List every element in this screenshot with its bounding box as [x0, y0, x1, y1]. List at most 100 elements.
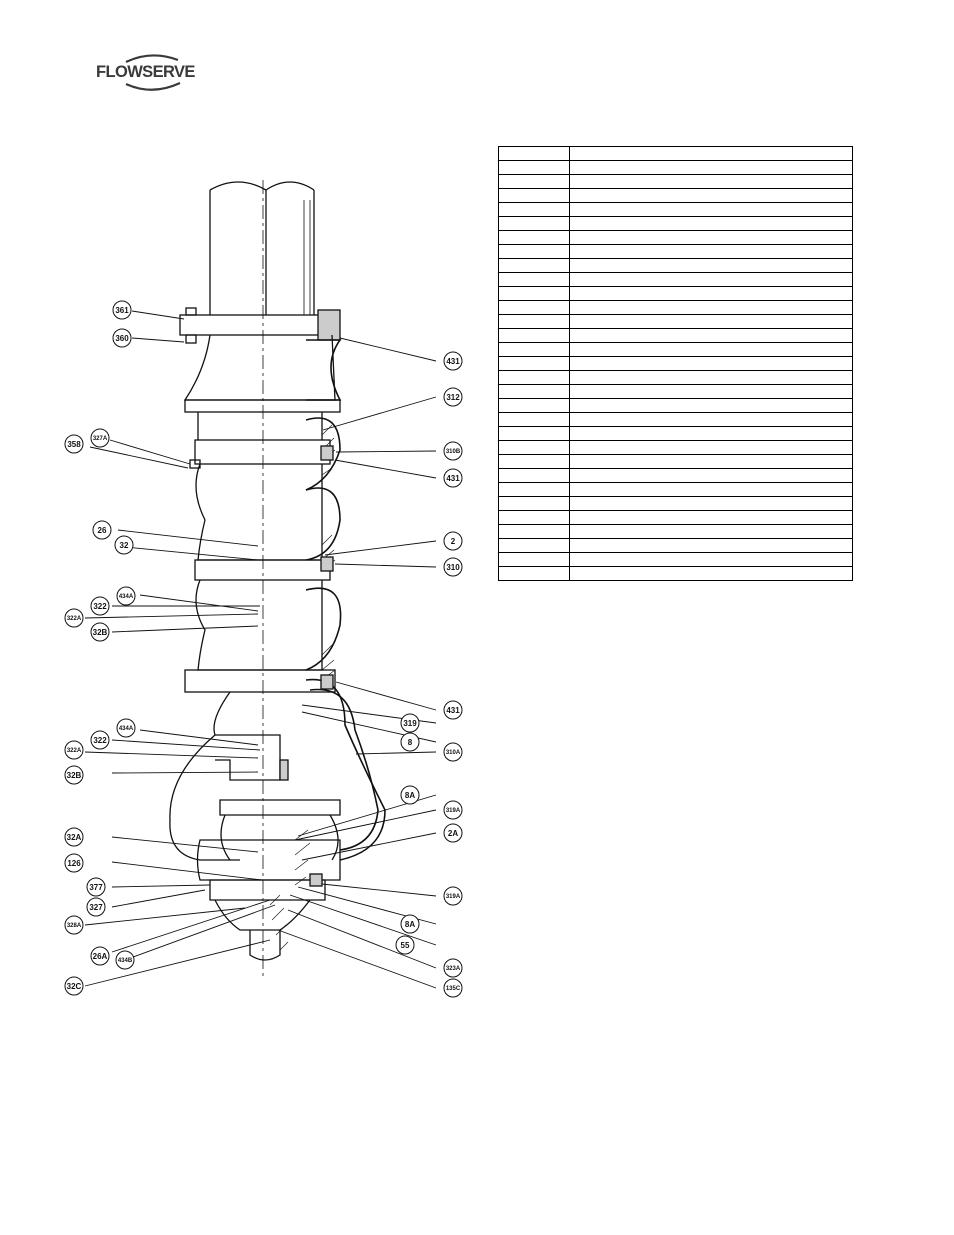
logo-swoosh-icon	[125, 54, 181, 91]
callout-label: 322A	[67, 616, 82, 622]
item-number-cell	[498, 258, 570, 273]
description-cell	[569, 412, 853, 427]
callout-label: 2	[451, 537, 456, 546]
callout-label: 126	[67, 859, 81, 868]
callout-label: 310B	[446, 449, 461, 455]
parts-list-table	[498, 146, 853, 581]
table-row	[498, 412, 853, 427]
item-number-cell	[498, 342, 570, 357]
item-number-cell	[498, 314, 570, 329]
description-cell	[569, 328, 853, 343]
callout-label: 361	[115, 306, 129, 315]
item-number-cell	[498, 328, 570, 343]
description-cell	[569, 174, 853, 189]
callout-label: 32C	[67, 982, 82, 991]
callout-label: 322A	[67, 748, 82, 754]
callout-label: 322	[93, 736, 107, 745]
item-number-cell	[498, 440, 570, 455]
description-cell	[569, 146, 853, 161]
callout-label: 434A	[119, 726, 134, 732]
table-row	[498, 160, 853, 175]
description-cell	[569, 216, 853, 231]
item-number-cell	[498, 272, 570, 287]
table-row	[498, 356, 853, 371]
description-cell	[569, 454, 853, 469]
description-cell	[569, 160, 853, 175]
table-row	[498, 202, 853, 217]
item-number-cell	[498, 524, 570, 539]
logo-wordmark: FLOWSERVE	[96, 63, 195, 81]
table-row	[498, 552, 853, 567]
item-number-cell	[498, 300, 570, 315]
table-row	[498, 440, 853, 455]
item-number-cell	[498, 160, 570, 175]
description-cell	[569, 286, 853, 301]
table-row	[498, 146, 853, 161]
callout-label: 360	[115, 334, 129, 343]
item-number-cell	[498, 398, 570, 413]
callout-label: 319A	[446, 808, 461, 814]
item-number-cell	[498, 202, 570, 217]
callout-label: 431	[446, 474, 460, 483]
callout-label: 434B	[118, 958, 133, 964]
description-cell	[569, 482, 853, 497]
table-row	[498, 188, 853, 203]
callout-label: 32B	[67, 771, 82, 780]
description-cell	[569, 188, 853, 203]
table-row	[498, 524, 853, 539]
table-row	[498, 286, 853, 301]
item-number-cell	[498, 370, 570, 385]
callout-label: 312	[446, 393, 460, 402]
item-number-cell	[498, 230, 570, 245]
description-cell	[569, 552, 853, 567]
pump-cross-section-drawing: 361 360 327A 358 26 32 434A 322 322A 32B…	[64, 180, 463, 998]
description-cell	[569, 314, 853, 329]
callout-label: 8A	[405, 791, 415, 800]
table-row	[498, 314, 853, 329]
callout-label: 377	[89, 883, 103, 892]
table-row	[498, 342, 853, 357]
description-cell	[569, 496, 853, 511]
description-cell	[569, 230, 853, 245]
table-row	[498, 216, 853, 231]
table-row	[498, 496, 853, 511]
table-row	[498, 300, 853, 315]
description-cell	[569, 510, 853, 525]
table-row	[498, 398, 853, 413]
item-number-cell	[498, 174, 570, 189]
description-cell	[569, 426, 853, 441]
table-row	[498, 426, 853, 441]
item-number-cell	[498, 538, 570, 553]
callout-label: 434A	[119, 594, 134, 600]
callout-label: 32B	[93, 628, 108, 637]
callout-label: 431	[446, 357, 460, 366]
callout-label: 310A	[446, 750, 461, 756]
parts-list-body	[498, 146, 853, 581]
callout-label: 327	[89, 903, 103, 912]
callout-label: 319	[403, 719, 417, 728]
table-row	[498, 468, 853, 483]
callout-label: 26A	[93, 952, 108, 961]
callout-label: 55	[401, 941, 410, 950]
callout-label: 32	[120, 541, 129, 550]
table-row	[498, 482, 853, 497]
description-cell	[569, 342, 853, 357]
callout-label: 328A	[67, 923, 82, 929]
table-row	[498, 370, 853, 385]
callout-label: 431	[446, 706, 460, 715]
callout-label: 135C	[446, 986, 461, 992]
description-cell	[569, 524, 853, 539]
description-cell	[569, 566, 853, 581]
item-number-cell	[498, 244, 570, 259]
callout-label: 8	[408, 738, 413, 747]
callout-label: 323A	[446, 966, 461, 972]
item-number-cell	[498, 496, 570, 511]
description-cell	[569, 244, 853, 259]
flowserve-logo: FLOWSERVE	[96, 50, 212, 100]
description-cell	[569, 356, 853, 371]
table-row	[498, 510, 853, 525]
description-cell	[569, 538, 853, 553]
callout-label: 8A	[405, 920, 415, 929]
table-row	[498, 454, 853, 469]
item-number-cell	[498, 468, 570, 483]
